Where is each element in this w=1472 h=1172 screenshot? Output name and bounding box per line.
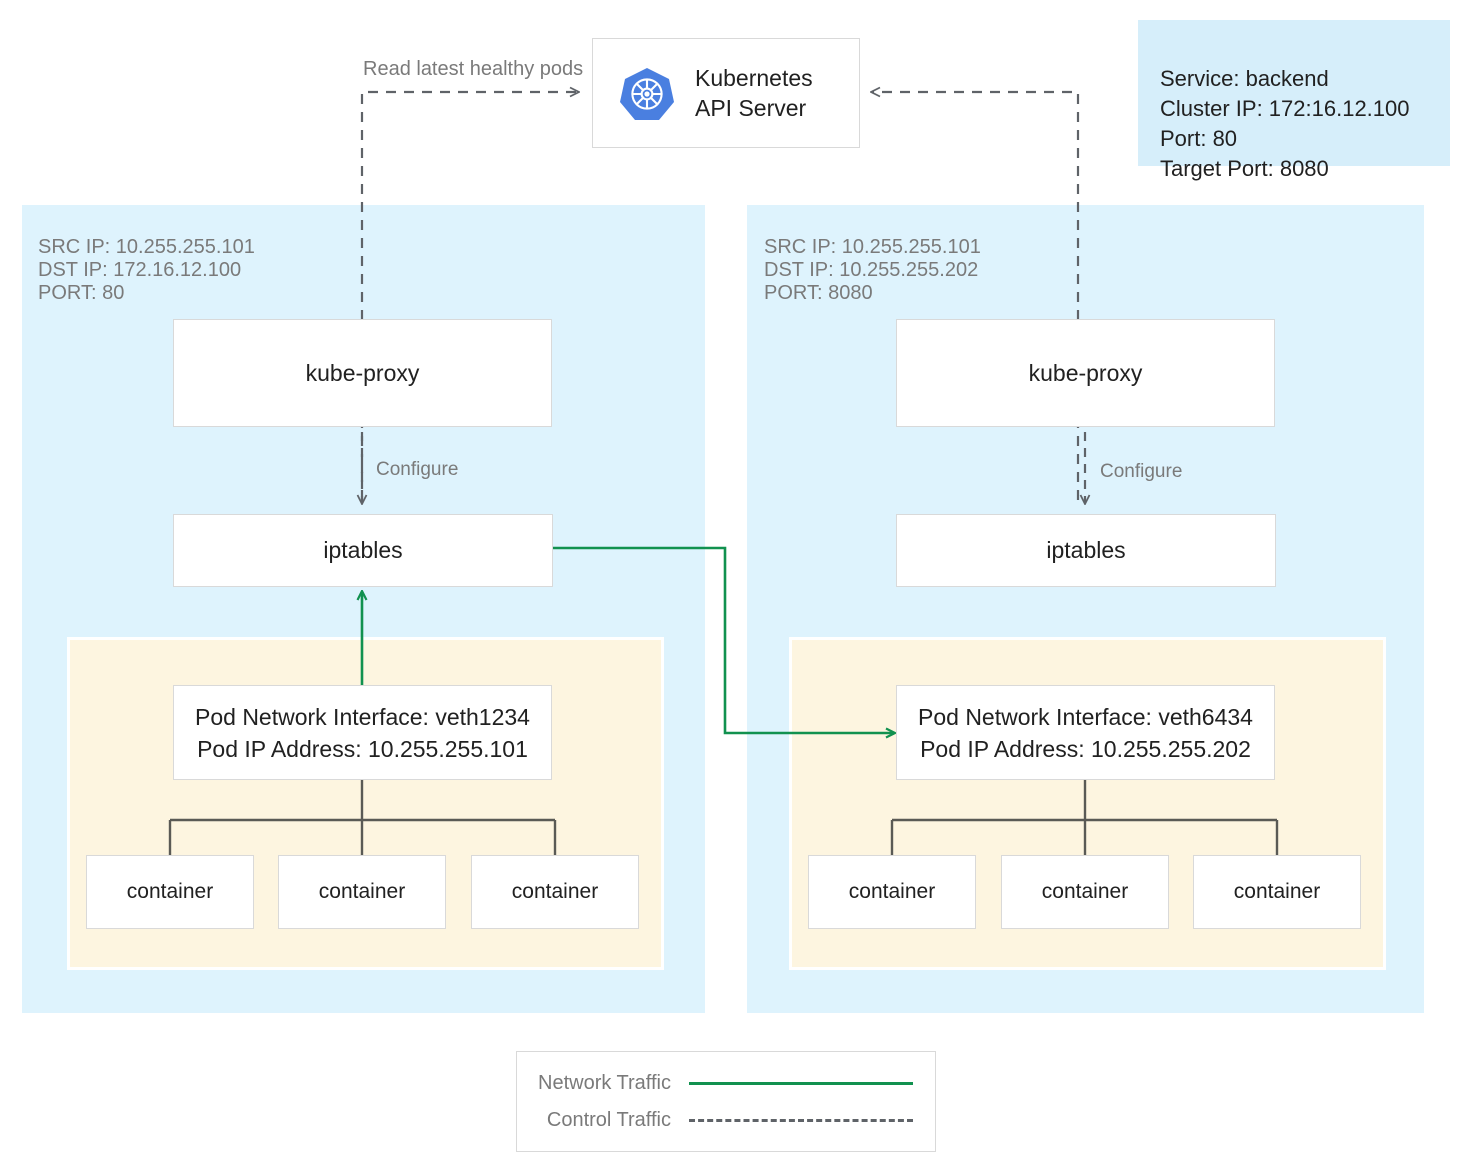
container-label: container [511, 880, 599, 903]
container-box-right-2[interactable]: container [1001, 855, 1169, 929]
service-info-box: Service: backend Cluster IP: 172:16.12.1… [1138, 20, 1450, 181]
pod-network-interface-box-left[interactable]: Pod Network Interface: veth1234 Pod IP A… [173, 685, 552, 780]
container-label: container [1041, 880, 1129, 903]
pod-ip-label-right: Pod IP Address: 10.255.255.202 [920, 735, 1251, 762]
configure-label-left: Configure [376, 459, 459, 480]
container-box-left-2[interactable]: container [278, 855, 446, 929]
kubernetes-api-server-box[interactable]: Kubernetes API Server [592, 38, 860, 148]
container-box-right-1[interactable]: container [808, 855, 976, 929]
legend-box: Network Traffic Control Traffic [516, 1051, 936, 1152]
legend-swatch-dashed-line [689, 1118, 913, 1122]
pod-network-interface-box-right[interactable]: Pod Network Interface: veth6434 Pod IP A… [896, 685, 1275, 780]
pod-ip-label-left: Pod IP Address: 10.255.255.101 [197, 735, 528, 762]
container-box-right-3[interactable]: container [1193, 855, 1361, 929]
iptables-box-right[interactable]: iptables [896, 514, 1276, 587]
node-meta-right: SRC IP: 10.255.255.101 DST IP: 10.255.25… [764, 236, 981, 304]
pod-interface-label-left: Pod Network Interface: veth1234 [195, 703, 530, 730]
container-box-left-1[interactable]: container [86, 855, 254, 929]
read-latest-healthy-pods-label: Read latest healthy pods [363, 58, 584, 80]
api-server-label: Kubernetes API Server [695, 65, 813, 121]
container-label: container [126, 880, 214, 903]
legend-label-network-traffic: Network Traffic [538, 1071, 671, 1094]
kube-proxy-label-left: kube-proxy [305, 359, 420, 386]
container-label: container [318, 880, 406, 903]
iptables-label-left: iptables [323, 537, 403, 563]
configure-label-right: Configure [1100, 461, 1183, 482]
kubernetes-logo-icon [619, 66, 675, 122]
container-box-left-3[interactable]: container [471, 855, 639, 929]
pod-interface-label-right: Pod Network Interface: veth6434 [918, 703, 1253, 730]
service-info-text: Service: backend Cluster IP: 172:16.12.1… [1160, 66, 1410, 181]
kube-proxy-box-right[interactable]: kube-proxy [896, 319, 1275, 427]
legend-swatch-solid-line [689, 1081, 913, 1085]
legend-label-control-traffic: Control Traffic [546, 1108, 671, 1131]
container-label: container [848, 880, 936, 903]
node-meta-left: SRC IP: 10.255.255.101 DST IP: 172.16.12… [38, 236, 255, 304]
iptables-label-right: iptables [1046, 537, 1126, 563]
iptables-box-left[interactable]: iptables [173, 514, 553, 587]
legend-row-control-traffic: Control Traffic [517, 1109, 913, 1132]
kube-proxy-label-right: kube-proxy [1028, 359, 1143, 386]
kube-proxy-box-left[interactable]: kube-proxy [173, 319, 552, 427]
legend-row-network-traffic: Network Traffic [517, 1072, 913, 1095]
container-label: container [1233, 880, 1321, 903]
